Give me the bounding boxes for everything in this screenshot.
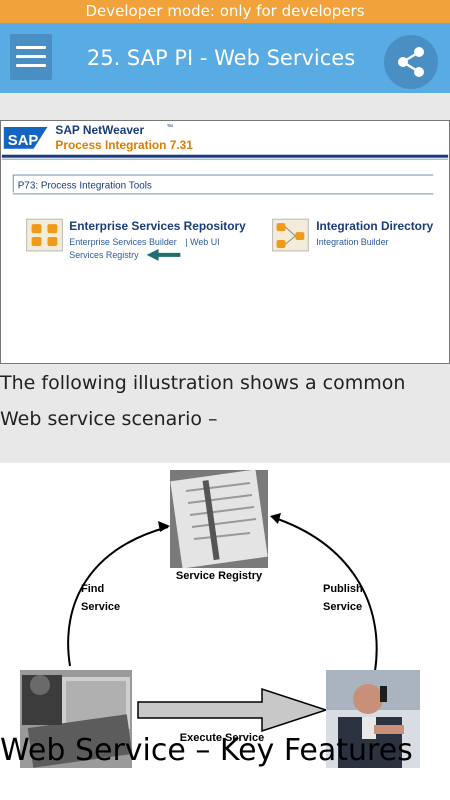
find-label-2: Service <box>81 601 120 613</box>
section-heading: Web Service – Key Features <box>0 733 413 768</box>
id-title: Integration Directory <box>316 219 433 233</box>
menu-icon-bar <box>16 55 46 58</box>
id-link-builder: Integration Builder <box>316 237 388 247</box>
sap-trademark: ™ <box>166 124 173 131</box>
sap-logo-text: SAP <box>8 133 39 149</box>
integration-directory-icon <box>272 218 309 252</box>
sap-product-name: SAP NetWeaver <box>55 123 144 137</box>
esr-title: Enterprise Services Repository <box>69 219 246 233</box>
execute-arrow <box>137 687 329 733</box>
menu-icon-bar <box>16 64 46 67</box>
service-consumer-image <box>20 670 133 768</box>
section-title: P73: Process Integration Tools <box>18 180 152 191</box>
service-registry-image <box>170 469 268 569</box>
menu-button[interactable] <box>10 34 52 80</box>
intro-paragraph: The following illustration shows a commo… <box>0 372 406 430</box>
sap-product-subtitle: Process Integration 7.31 <box>55 138 193 152</box>
app-bar: 25. SAP PI - Web Services <box>0 23 450 93</box>
page-title: 25. SAP PI - Web Services <box>86 46 356 70</box>
registry-label: Service Registry <box>176 570 263 582</box>
esr-tool-icon <box>26 218 63 252</box>
publish-arrow <box>271 516 378 672</box>
find-label-1: Find <box>81 583 104 595</box>
sap-logo-icon: SAP <box>3 126 48 149</box>
find-arrow <box>67 526 169 667</box>
web-service-diagram: Service Registry Find Service Publish Se… <box>0 463 450 800</box>
developer-mode-banner: Developer mode: only for developers <box>0 0 450 23</box>
execute-label: Execute Service <box>180 732 264 744</box>
service-provider-image <box>326 670 420 768</box>
share-button[interactable] <box>384 35 438 89</box>
publish-label-2: Service <box>323 601 362 613</box>
esr-link-registry: Services Registry <box>69 250 139 260</box>
esr-link-builder: Enterprise Services Builder <box>69 237 176 247</box>
article-content: SAP SAP NetWeaver ™ Process Integration … <box>0 93 450 800</box>
sap-netweaver-screenshot: SAP SAP NetWeaver ™ Process Integration … <box>0 120 450 364</box>
esr-link-webui: | Web UI <box>185 237 219 247</box>
menu-icon-bar <box>16 46 46 49</box>
publish-label-1: Publish <box>323 583 363 595</box>
share-icon <box>398 47 424 77</box>
arrow-left-icon <box>146 248 181 261</box>
